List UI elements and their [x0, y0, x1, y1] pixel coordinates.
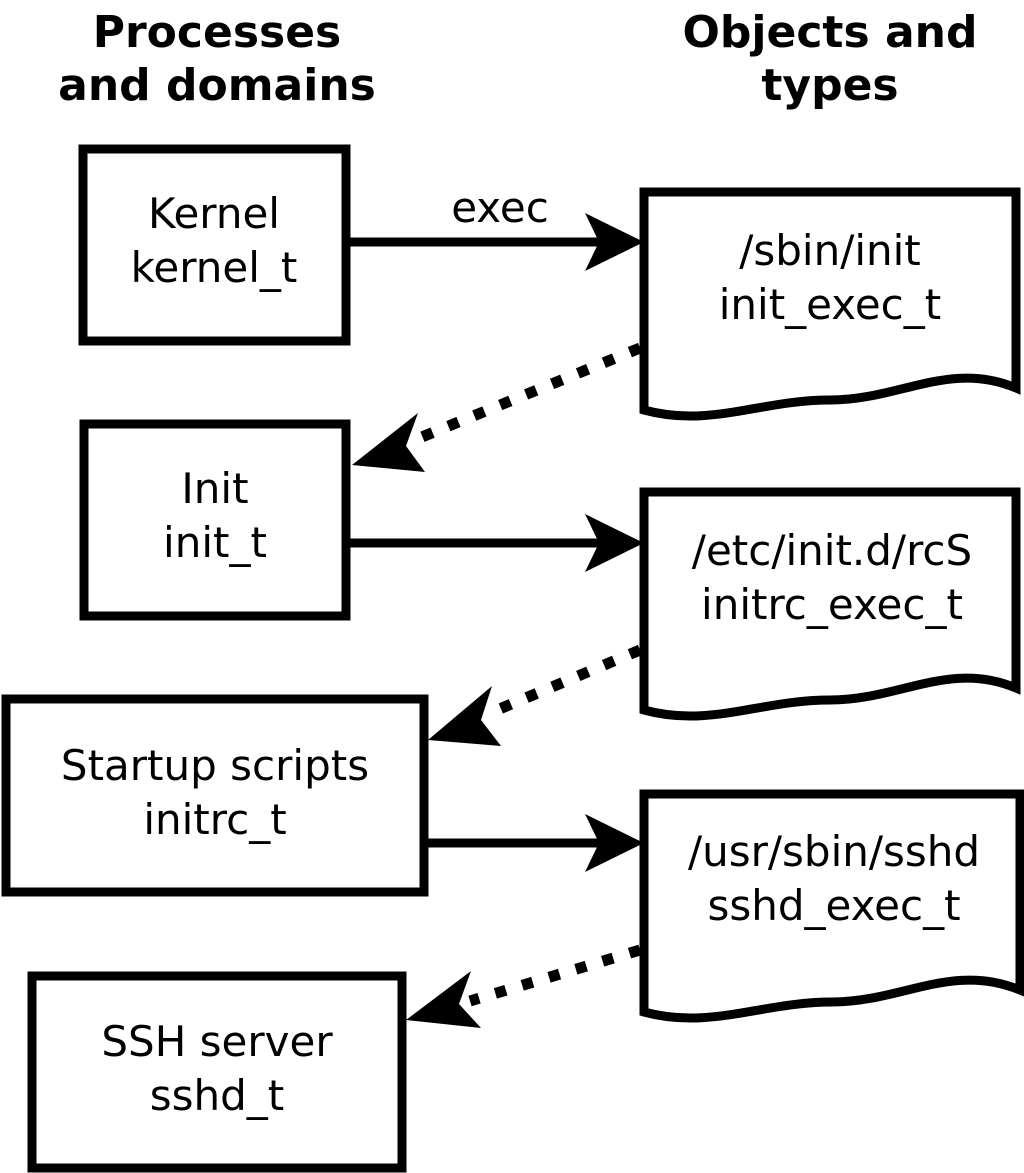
edge-sbin-init-transition-line: [409, 342, 643, 447]
node-etc-initd-rcs-path: /etc/init.d/rcS: [692, 526, 972, 575]
edge-startup-scripts-exec-arrowhead: [585, 814, 644, 872]
node-init-name: Init: [181, 464, 248, 513]
node-usr-sbin-sshd-path: /usr/sbin/sshd: [688, 827, 980, 876]
node-usr-sbin-sshd-type: sshd_exec_t: [707, 881, 960, 930]
node-kernel[interactable]: Kernel kernel_t: [78, 144, 351, 346]
heading-right-line1: Objects and: [683, 7, 978, 58]
node-kernel-name: Kernel: [148, 189, 280, 238]
node-kernel-box[interactable]: [78, 144, 351, 346]
edge-label-exec: exec: [451, 183, 549, 232]
column-heading-processes: Processes and domains: [58, 7, 376, 111]
heading-left-line2: and domains: [58, 60, 376, 111]
edge-init-exec-etc-initd-rcs: [346, 514, 644, 572]
heading-right-line2: types: [761, 60, 898, 111]
edge-startup-scripts-exec-usr-sbin-sshd: [424, 814, 644, 872]
edge-kernel-exec-arrowhead: [585, 213, 644, 271]
edge-sbin-init-transition-init: [352, 342, 643, 472]
node-ssh-server-box[interactable]: [27, 971, 407, 1173]
edge-usr-sbin-sshd-transition-ssh-server: [406, 944, 642, 1028]
node-etc-initd-rcs-type: initrc_exec_t: [701, 580, 963, 629]
node-ssh-server-type: sshd_t: [150, 1071, 285, 1120]
edge-etc-initd-rcs-transition-startup-scripts: [428, 644, 643, 746]
heading-left-line1: Processes: [93, 7, 342, 58]
edge-sbin-init-transition-arrowhead: [352, 413, 425, 472]
node-init-type: init_t: [163, 518, 267, 567]
node-startup-scripts-box[interactable]: [1, 694, 429, 897]
node-etc-initd-rcs[interactable]: /etc/init.d/rcS initrc_exec_t: [639, 487, 1021, 721]
edge-etc-initd-rcs-transition-line: [487, 644, 643, 719]
edge-usr-sbin-sshd-transition-arrowhead: [406, 971, 481, 1028]
node-sbin-init-document-shape[interactable]: [639, 187, 1021, 421]
node-sbin-init[interactable]: /sbin/init init_exec_t: [639, 187, 1021, 421]
node-usr-sbin-sshd[interactable]: /usr/sbin/sshd sshd_exec_t: [639, 789, 1024, 1023]
node-ssh-server-name: SSH server: [101, 1017, 333, 1066]
node-init-box[interactable]: [79, 419, 351, 621]
node-ssh-server[interactable]: SSH server sshd_t: [27, 971, 407, 1173]
edge-init-exec-arrowhead: [585, 514, 644, 572]
node-kernel-type: kernel_t: [131, 243, 298, 292]
edge-etc-initd-rcs-transition-arrowhead: [428, 686, 501, 746]
column-heading-objects: Objects and types: [683, 7, 978, 111]
node-startup-scripts-type: initrc_t: [143, 795, 286, 844]
node-init[interactable]: Init init_t: [79, 419, 351, 621]
edge-kernel-exec-sbin-init: exec: [346, 183, 644, 271]
node-etc-initd-rcs-document-shape[interactable]: [639, 487, 1021, 721]
node-startup-scripts-name: Startup scripts: [61, 741, 369, 790]
node-startup-scripts[interactable]: Startup scripts initrc_t: [1, 694, 429, 897]
node-sbin-init-path: /sbin/init: [739, 226, 921, 275]
node-sbin-init-type: init_exec_t: [719, 280, 942, 329]
node-usr-sbin-sshd-document-shape[interactable]: [639, 789, 1024, 1023]
edge-usr-sbin-sshd-transition-line: [468, 944, 642, 1007]
